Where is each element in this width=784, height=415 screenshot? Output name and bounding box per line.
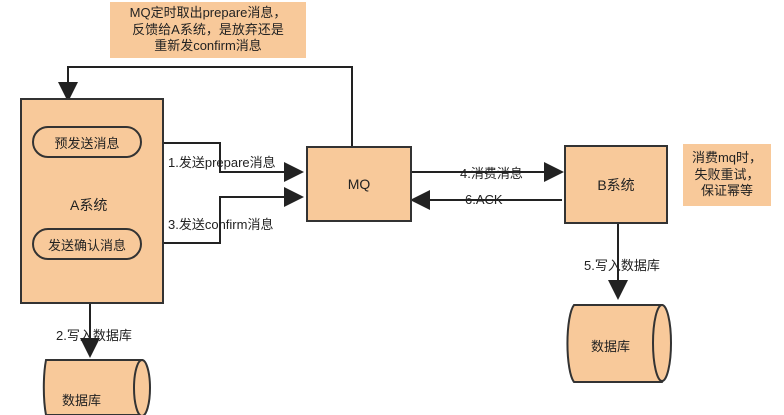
arrow-label-ack: 6.ACK bbox=[465, 192, 503, 207]
note-right-line-1: 消费mq时， bbox=[691, 149, 763, 165]
mq-label: MQ bbox=[347, 176, 371, 192]
prepare-arrow bbox=[164, 142, 304, 182]
pre-send-message-pill: 预发送消息 bbox=[32, 126, 142, 158]
arrow-label-confirm: 3.发送confirm消息 bbox=[168, 217, 274, 232]
send-confirm-message-pill: 发送确认消息 bbox=[32, 228, 142, 260]
arrow-label-write-db-a: 2.写入数据库 bbox=[56, 328, 132, 343]
database-left-cylinder bbox=[42, 359, 151, 415]
note-mq-feedback: MQ定时取出prepare消息， 反馈给A系统，是放弃还是 重新发confirm… bbox=[110, 2, 306, 58]
feedback-arrow bbox=[58, 66, 353, 148]
system-b-label: B系统 bbox=[597, 176, 635, 193]
arrow-label-write-db-b: 5.写入数据库 bbox=[584, 258, 660, 273]
database-left-label: 数据库 bbox=[62, 393, 102, 408]
database-right-label: 数据库 bbox=[591, 339, 631, 354]
mq-box: MQ bbox=[306, 146, 412, 222]
note-right-line-3: 保证幂等 bbox=[700, 183, 753, 199]
note-right-line-2: 失败重试， bbox=[694, 166, 760, 182]
arrow-label-consume: 4.消费消息 bbox=[460, 166, 523, 181]
note-top-line-3: 重新发confirm消息 bbox=[154, 38, 262, 54]
database-right-cylinder bbox=[566, 304, 672, 383]
note-top-line-1: MQ定时取出prepare消息， bbox=[129, 4, 287, 20]
arrow-label-prepare: 1.发送prepare消息 bbox=[168, 155, 276, 170]
system-b-box: B系统 bbox=[564, 145, 668, 224]
confirm-arrow bbox=[164, 187, 304, 244]
system-a-label: A系统 bbox=[70, 197, 108, 213]
note-top-line-2: 反馈给A系统，是放弃还是 bbox=[132, 21, 284, 37]
note-idempotent: 消费mq时， 失败重试， 保证幂等 bbox=[683, 144, 771, 206]
